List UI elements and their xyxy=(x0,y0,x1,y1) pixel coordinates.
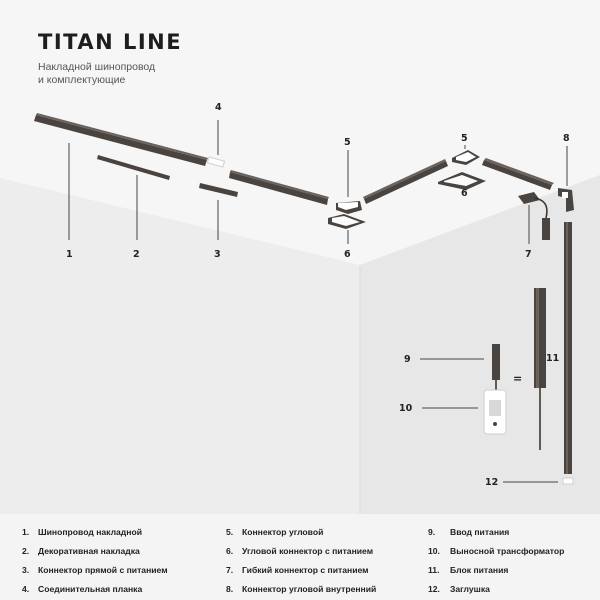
legend-item-number: 4. xyxy=(22,584,30,594)
legend-item-number: 1. xyxy=(22,527,30,537)
callout-4: 4 xyxy=(215,102,222,113)
legend-item: 4. Соединительная планка xyxy=(22,580,168,599)
corner-connector-item-5b-top xyxy=(456,152,476,162)
callout-10: 10 xyxy=(399,403,413,414)
legend-item: 10. Выносной трансформатор xyxy=(428,542,564,561)
flex-connector-item-7 xyxy=(518,192,540,204)
track-segment-far xyxy=(482,160,552,190)
transformer-dot xyxy=(493,422,497,426)
legend-item-label: Гибкий коннектор с питанием xyxy=(242,565,369,575)
legend-item-number: 11. xyxy=(428,565,440,575)
callout-5b: 5 xyxy=(461,133,468,144)
legend-item: 2. Декоративная накладка xyxy=(22,542,168,561)
ceiling xyxy=(0,0,600,265)
callout-lines xyxy=(68,120,568,483)
legend-item-number: 10. xyxy=(428,546,440,556)
power-input-item-9 xyxy=(492,344,500,380)
end-cap-item-12 xyxy=(562,477,574,485)
legend-item-label: Коннектор прямой с питанием xyxy=(38,565,168,575)
track-segment-left-top xyxy=(230,170,329,199)
callout-12: 12 xyxy=(485,477,499,488)
legend-item-label: Угловой коннектор с питанием xyxy=(242,546,374,556)
legend-item: 7. Гибкий коннектор с питанием xyxy=(226,561,376,580)
callout-3: 3 xyxy=(214,249,221,260)
decorative-cover-item-2 xyxy=(97,155,170,180)
legend-item-label: Коннектор угловой внутренний xyxy=(242,584,377,594)
legend-column-2: 5. Коннектор угловой 6. Угловой коннектор … xyxy=(226,523,376,599)
track-segment-far-top xyxy=(484,158,554,185)
power-supply-unit-light xyxy=(536,288,539,388)
flex-connector-cable xyxy=(533,197,548,219)
legend-item-label: Выносной трансформатор xyxy=(450,546,565,556)
legend-item: 12. Заглушка xyxy=(428,580,564,599)
legend-item-number: 2. xyxy=(22,546,30,556)
legend-item: 3. Коннектор прямой с питанием xyxy=(22,561,168,580)
track-segment-left xyxy=(229,172,328,205)
vertical-track-item-11-light xyxy=(566,222,568,474)
track-segment-right-top xyxy=(363,159,446,199)
corner-power-connector-item-6a-top xyxy=(332,216,360,226)
page-subtitle: Накладной шинопровод и комплектующие xyxy=(38,61,218,87)
corner-connector-item-5a-top xyxy=(338,202,358,210)
callout-5a: 5 xyxy=(344,137,351,148)
callout-1: 1 xyxy=(66,249,73,260)
legend-item-number: 9. xyxy=(428,527,436,537)
callout-6a: 6 xyxy=(344,249,351,260)
callout-8: 8 xyxy=(563,133,570,144)
transformer-grill xyxy=(489,400,501,416)
callout-11: 11 xyxy=(546,353,560,364)
callout-7: 7 xyxy=(525,249,532,260)
legend-item-label: Декоративная накладка xyxy=(38,546,140,556)
legend-item: 5. Коннектор угловой xyxy=(226,523,376,542)
legend-item-label: Соединительная планка xyxy=(38,584,143,594)
legend-item: 1. Шинопровод накладной xyxy=(22,523,168,542)
legend-item-label: Блок питания xyxy=(450,565,509,575)
room-illustration xyxy=(0,0,600,520)
legend-item-label: Ввод питания xyxy=(450,527,510,537)
track-segment-right xyxy=(364,161,448,204)
legend-item: 6. Угловой коннектор с питанием xyxy=(226,542,376,561)
legend-item-label: Коннектор угловой xyxy=(242,527,324,537)
equals-sign: = xyxy=(513,372,523,385)
track-item-1 xyxy=(34,115,207,166)
legend: 1. Шинопровод накладной 2. Декоративная на… xyxy=(0,514,600,600)
left-wall xyxy=(0,178,360,520)
legend-column-1: 1. Шинопровод накладной 2. Декоративная на… xyxy=(22,523,168,599)
straight-connector-item-3 xyxy=(199,183,238,197)
power-supply-unit xyxy=(534,288,546,388)
corner-power-connector-item-6b-top xyxy=(444,175,478,186)
legend-item-number: 12. xyxy=(428,584,440,594)
subtitle-line-2: и комплектующие xyxy=(38,74,126,86)
legend-item: 8. Коннектор угловой внутренний xyxy=(226,580,376,599)
callout-9: 9 xyxy=(404,354,411,365)
legend-item-label: Заглушка xyxy=(450,584,490,594)
legend-item-number: 5. xyxy=(226,527,234,537)
flex-connector-body xyxy=(542,218,550,240)
inner-corner-connector-item-8-light xyxy=(562,192,568,198)
subtitle-line-1: Накладной шинопровод xyxy=(38,61,156,73)
callout-6b: 6 xyxy=(461,188,468,199)
legend-column-3: 9. Ввод питания 10. Выносной трансформатор… xyxy=(428,523,564,599)
legend-item: 11. Блок питания xyxy=(428,561,564,580)
legend-item-number: 3. xyxy=(22,565,30,575)
legend-item-number: 8. xyxy=(226,584,234,594)
legend-item-number: 7. xyxy=(226,565,234,575)
track-item-1-top xyxy=(36,113,208,160)
legend-item-label: Шинопровод накладной xyxy=(38,527,142,537)
legend-item-number: 6. xyxy=(226,546,234,556)
legend-item: 9. Ввод питания xyxy=(428,523,564,542)
page-title: TITAN LINE xyxy=(38,30,183,54)
callout-2: 2 xyxy=(133,249,140,260)
connecting-plate-item-4 xyxy=(206,156,226,168)
